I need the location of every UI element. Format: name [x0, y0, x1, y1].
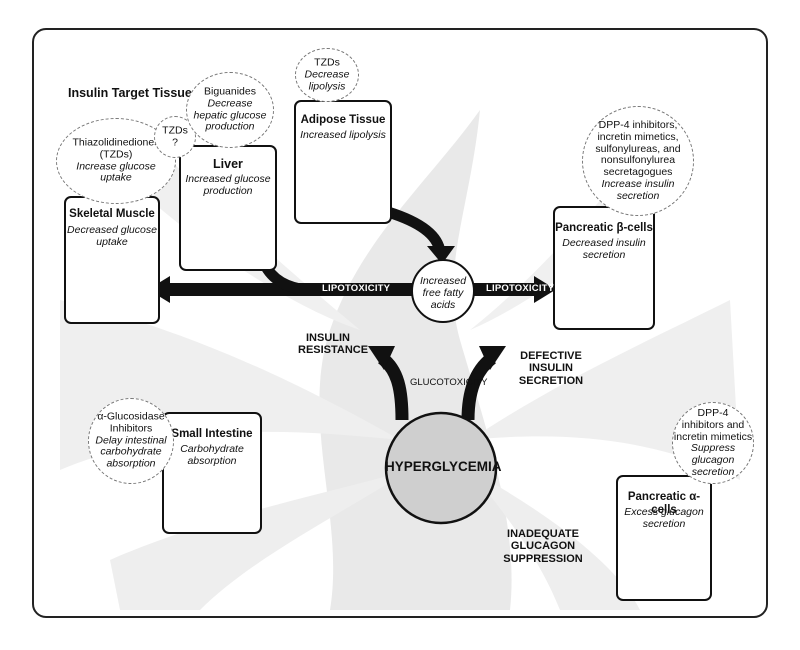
agi-l3: Delay intestinal: [95, 434, 167, 447]
agi-l1: α-Glucosidase: [97, 410, 165, 423]
small-intestine-box: Small Intestine Carbohydrate absorption: [162, 412, 262, 534]
dpp4-beta-bubble: DPP-4 inhibitors, incretin mimetics, sul…: [582, 106, 694, 216]
adipose-tissue-box: Adipose Tissue Increased lipolysis: [294, 100, 392, 224]
tzd-muscle-l4: uptake: [100, 171, 132, 184]
dpp4-alpha-bubble: DPP-4 inhibitors and incretin mimetics S…: [672, 402, 754, 484]
dpp4-beta-l6: Increase insulin: [601, 177, 675, 190]
ffa-l2: free fatty: [422, 286, 464, 299]
biguanides-bubble: Biguanides Decrease hepatic glucose prod…: [186, 72, 274, 148]
alpha-cells-sub1: Excess glucagon: [624, 506, 704, 518]
beta-cells-title: Pancreatic β-cells: [555, 222, 653, 234]
alpha-cells-sub2: secretion: [642, 518, 686, 530]
dpp4-beta-l1: DPP-4 inhibitors,: [598, 118, 678, 131]
ffa-l1: Increased: [419, 275, 467, 287]
defective-secretion-label: DEFECTIVE INSULIN SECRETION: [515, 350, 587, 387]
adipose-title: Adipose Tissue: [300, 114, 386, 126]
glucotoxicity-label: GLUCOTOXICITY: [410, 377, 488, 388]
alpha-cells-title: Pancreatic α-cells: [627, 491, 701, 516]
biguanides-l4: production: [205, 120, 255, 133]
tzd-adipose-bubble: TZDs Decrease lipolysis: [295, 48, 359, 102]
dpp4-alpha-l5: secretion: [691, 465, 735, 478]
agi-l2: Inhibitors: [109, 422, 153, 435]
liver-box: Liver Increased glucose production: [179, 145, 277, 271]
dpp4-beta-l2: incretin mimetics,: [597, 130, 679, 143]
tzd-adipose-l1: TZDs: [314, 56, 340, 69]
inadequate-glucagon-l2: GLUCAGON: [510, 540, 576, 553]
skeletal-muscle-box: Skeletal Muscle Decreased glucose uptake: [64, 196, 160, 324]
dpp4-alpha-l2: inhibitors and: [681, 418, 745, 431]
agi-l4: carbohydrate: [100, 445, 162, 458]
dpp4-beta-l5: secretagogues: [603, 165, 673, 178]
inadequate-glucagon-l1: INADEQUATE: [507, 528, 579, 540]
heading: Insulin Target Tissues: [68, 86, 199, 100]
dpp4-alpha-l4: Suppress glucagon: [690, 442, 736, 466]
inadequate-glucagon-l3: SUPPRESSION: [503, 552, 583, 565]
pancreatic-beta-cells-box: Pancreatic β-cells Decreased insulin sec…: [553, 206, 655, 330]
pancreatic-alpha-cells-box: Pancreatic α-cells Excess glucagon secre…: [616, 475, 712, 601]
agi-bubble: α-Glucosidase Inhibitors Delay intestina…: [88, 398, 174, 484]
tzd-liver-l1: TZDs: [162, 124, 188, 137]
hyperglycemia-label: HYPERGLYCEMIA: [385, 459, 502, 474]
skeletal-muscle-sub2: uptake: [96, 236, 128, 248]
tzd-liver-l2: ?: [172, 136, 178, 148]
insulin-resistance-l1: INSULIN: [306, 332, 350, 344]
small-intestine-title: Small Intestine: [171, 428, 253, 440]
tzd-muscle-l2: (TZDs): [99, 148, 133, 161]
insulin-resistance-l2: RESISTANCE: [298, 344, 369, 357]
lipotoxicity-right-label: LIPOTOXICITY: [486, 283, 555, 294]
small-intestine-sub1: Carbohydrate absorption: [180, 443, 244, 467]
dpp4-beta-l4: nonsulfonylurea: [600, 154, 676, 167]
dpp4-beta-l3: sulfonylureas, and: [595, 142, 681, 155]
biguanides-l3: hepatic glucose: [193, 109, 267, 121]
skeletal-muscle-title: Skeletal Muscle: [69, 208, 155, 220]
dpp4-alpha-l1: DPP-4: [697, 406, 729, 419]
inadequate-glucagon-label: INADEQUATE GLUCAGON SUPPRESSION: [500, 528, 586, 565]
lipotoxicity-left-label: LIPOTOXICITY: [322, 283, 391, 294]
defective-secretion-l2: INSULIN: [529, 362, 573, 375]
dpp4-beta-l7: secretion: [616, 189, 660, 202]
ffa-l3: acids: [430, 298, 456, 311]
adipose-to-ffa-arrowhead: [427, 246, 455, 264]
ffa-label: Increased free fatty acids: [412, 275, 474, 311]
dpp4-alpha-l3: incretin mimetics: [673, 430, 753, 443]
glucotoxicity-left-arrowhead: [368, 346, 395, 370]
biguanides-l2: Decrease: [207, 97, 253, 110]
liver-title: Liver: [213, 157, 243, 171]
biguanides-l1: Biguanides: [204, 85, 256, 98]
liver-sub1: Increased glucose: [185, 173, 271, 185]
glucotoxicity-right-arrowhead: [479, 346, 506, 370]
adipose-sub1: Increased lipolysis: [300, 129, 386, 141]
liver-sub2: production: [203, 185, 253, 197]
tzd-adipose-l2: Decrease: [304, 68, 350, 81]
beta-cells-sub1: Decreased insulin: [562, 237, 646, 249]
insulin-resistance-label: INSULIN RESISTANCE: [298, 332, 369, 357]
tzd-muscle-l1: Thiazolidinediones: [72, 136, 160, 149]
hyperglycemia-circle: [384, 411, 498, 525]
beta-cells-sub2: secretion: [582, 249, 626, 261]
ffa-circle: [411, 259, 475, 323]
skeletal-muscle-sub1: Decreased glucose: [67, 224, 157, 236]
agi-l5: absorption: [106, 457, 156, 470]
tzd-adipose-l3: lipolysis: [308, 79, 346, 92]
tzd-muscle-l3: Increase glucose: [76, 160, 156, 172]
defective-secretion-l1: DEFECTIVE: [520, 350, 582, 362]
defective-secretion-l3: SECRETION: [518, 374, 584, 387]
